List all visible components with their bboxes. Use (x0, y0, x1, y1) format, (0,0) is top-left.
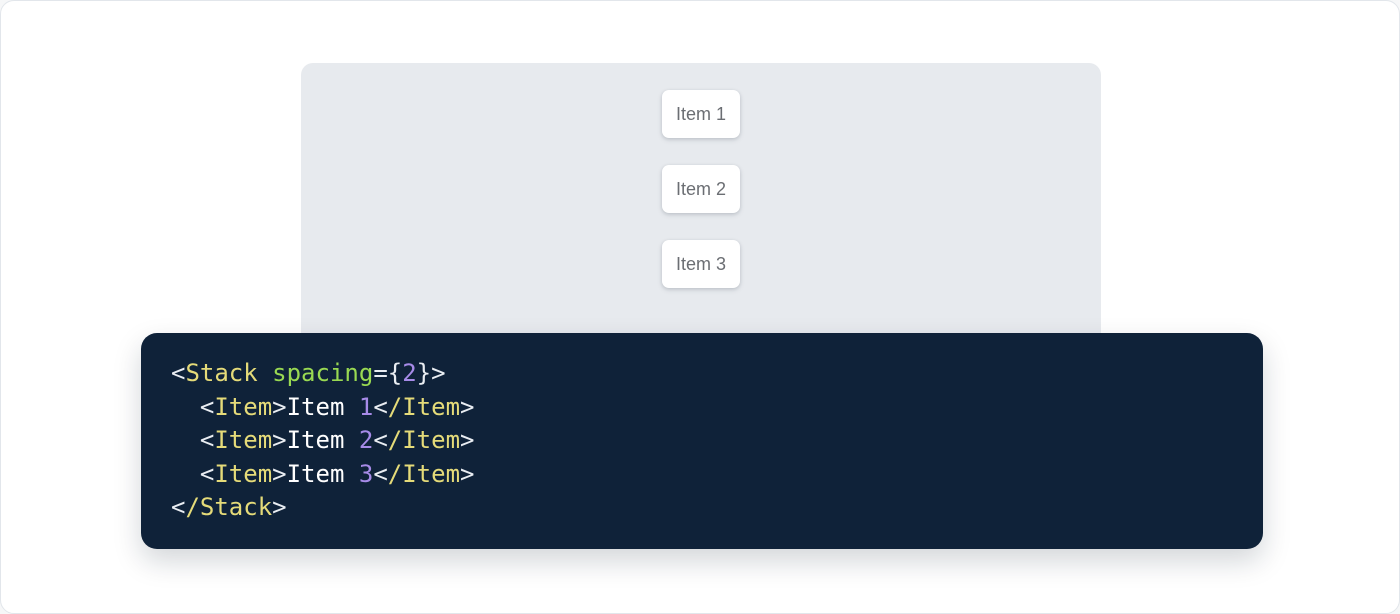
code-token-tag: /Item (387, 392, 461, 421)
code-token-attr: spacing (272, 359, 374, 387)
code-token-plain: Item (286, 426, 359, 455)
code-token-num: 3 (358, 459, 374, 488)
stack-item-2: Item 2 (662, 165, 740, 213)
code-block: <Stack spacing={2}> <Item>Item 1</Item> … (141, 333, 1263, 549)
code-token-punct: < (373, 392, 388, 421)
code-token-punct: < (199, 392, 215, 421)
code-token-punct: > (460, 426, 475, 455)
code-line: <Item>Item 1</Item> (171, 391, 1233, 425)
code-token-num: 2 (358, 426, 374, 455)
code-token-tag: Item (214, 459, 273, 488)
code-token-plain (258, 359, 272, 387)
code-token-punct: < (373, 426, 388, 455)
code-token-punct: < (171, 493, 186, 522)
code-token-tag: Item (214, 426, 273, 455)
code-token-punct: > (272, 392, 287, 421)
code-line: <Stack spacing={2}> (171, 357, 1233, 391)
code-token-tag: /Item (387, 426, 461, 455)
code-token-punct: { (387, 359, 403, 387)
code-token-tag: /Item (387, 459, 461, 488)
code-token-punct: > (460, 459, 475, 488)
code-token-plain (171, 393, 200, 421)
code-token-punct: = (373, 359, 388, 387)
code-token-punct: }> (416, 359, 446, 387)
code-line: </Stack> (171, 491, 1233, 525)
code-line: <Item>Item 3</Item> (171, 458, 1233, 492)
code-token-tag: Stack (185, 359, 258, 387)
code-token-punct: > (460, 392, 475, 421)
code-token-plain: Item (286, 392, 359, 421)
code-token-plain (171, 426, 200, 454)
code-token-punct: > (272, 459, 287, 488)
code-token-punct: < (199, 459, 215, 488)
stack-item-1: Item 1 (662, 90, 740, 138)
code-token-num: 2 (402, 359, 417, 387)
code-line: <Item>Item 2</Item> (171, 424, 1233, 458)
stack-container: Item 1 Item 2 Item 3 (301, 63, 1101, 288)
code-token-punct: < (171, 359, 186, 387)
code-token-plain (171, 460, 200, 488)
code-token-punct: > (272, 493, 287, 522)
code-token-punct: > (272, 426, 287, 455)
code-token-num: 1 (358, 392, 374, 421)
code-token-plain: Item (286, 459, 359, 488)
code-token-tag: /Stack (185, 493, 273, 522)
code-token-punct: < (373, 459, 388, 488)
code-token-tag: Item (214, 392, 273, 421)
code-token-punct: < (199, 426, 215, 455)
stack-item-3: Item 3 (662, 240, 740, 288)
code-content: <Stack spacing={2}> <Item>Item 1</Item> … (171, 357, 1233, 525)
